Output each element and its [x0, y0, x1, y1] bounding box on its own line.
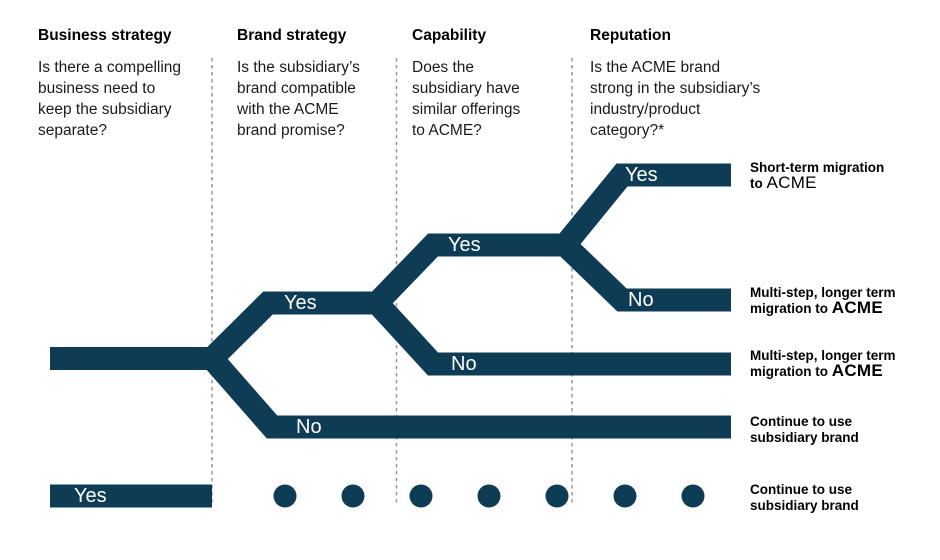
outcome-continue-subsidiary-2: Continue to use subsidiary brand	[750, 482, 930, 513]
branch-label-brand-no: No	[296, 416, 322, 438]
column-business-strategy: Business strategy Is there a compelling …	[38, 27, 223, 141]
path-dot	[681, 484, 705, 508]
branch-path-yes-no	[350, 291, 731, 376]
path-dot	[409, 484, 433, 508]
branch-label-reputation-yes: Yes	[625, 164, 658, 186]
branch-path-yes-yes-no	[540, 233, 731, 312]
column-question: Is the subsidiary’s brand compatible wit…	[237, 59, 360, 139]
outcome-short-term-migration: Short-term migration to ACME	[750, 160, 930, 192]
path-dot	[477, 484, 501, 508]
column-question: Is there a compelling business need to k…	[38, 59, 182, 139]
bottom-yes-bar	[50, 484, 212, 508]
path-dot	[273, 484, 297, 508]
acme-brand-text: ACME	[831, 360, 884, 380]
branch-path-yes-yes-yes	[50, 163, 731, 370]
tree-branches	[50, 163, 731, 439]
branch-label-reputation-no: No	[628, 289, 654, 311]
outcome-multi-step-migration-1: Multi-step, longer term migration to ACM…	[750, 285, 930, 317]
column-header: Business strategy	[38, 27, 172, 44]
column-question: Is the ACME brand strong in the subsidia…	[590, 59, 761, 139]
branch-path-no	[185, 347, 731, 439]
acme-brand-text: ACME	[831, 297, 884, 317]
column-capability: Capability Does the subsidiary have simi…	[412, 27, 562, 141]
column-header: Capability	[412, 27, 487, 44]
outcome-text: Continue to use subsidiary brand	[750, 482, 859, 513]
outcome-continue-subsidiary-1: Continue to use subsidiary brand	[750, 414, 930, 445]
outcome-multi-step-migration-2: Multi-step, longer term migration to ACM…	[750, 348, 930, 380]
outcome-text: Short-term migration to	[750, 160, 885, 191]
column-header: Brand strategy	[237, 27, 347, 44]
path-dot	[545, 484, 569, 508]
path-dot	[613, 484, 637, 508]
outcome-text: Continue to use subsidiary brand	[750, 414, 859, 445]
column-brand-strategy: Brand strategy Is the subsidiary’s brand…	[237, 27, 397, 141]
acme-brand-text: ACME	[766, 172, 817, 192]
outcome-text: Multi-step, longer term migration to	[750, 285, 896, 316]
bottom-dots	[273, 484, 705, 508]
branch-label-capability-no: No	[451, 353, 477, 375]
column-header: Reputation	[590, 27, 671, 44]
outcome-text: Multi-step, longer term migration to	[750, 348, 896, 379]
path-dot	[341, 484, 365, 508]
column-question: Does the subsidiary have similar offerin…	[412, 59, 521, 139]
branch-label-capability-yes: Yes	[448, 234, 481, 256]
branch-label-brand-yes: Yes	[284, 292, 317, 314]
branch-label-bottom-yes: Yes	[74, 485, 107, 507]
column-reputation: Reputation Is the ACME brand strong in t…	[590, 27, 800, 141]
